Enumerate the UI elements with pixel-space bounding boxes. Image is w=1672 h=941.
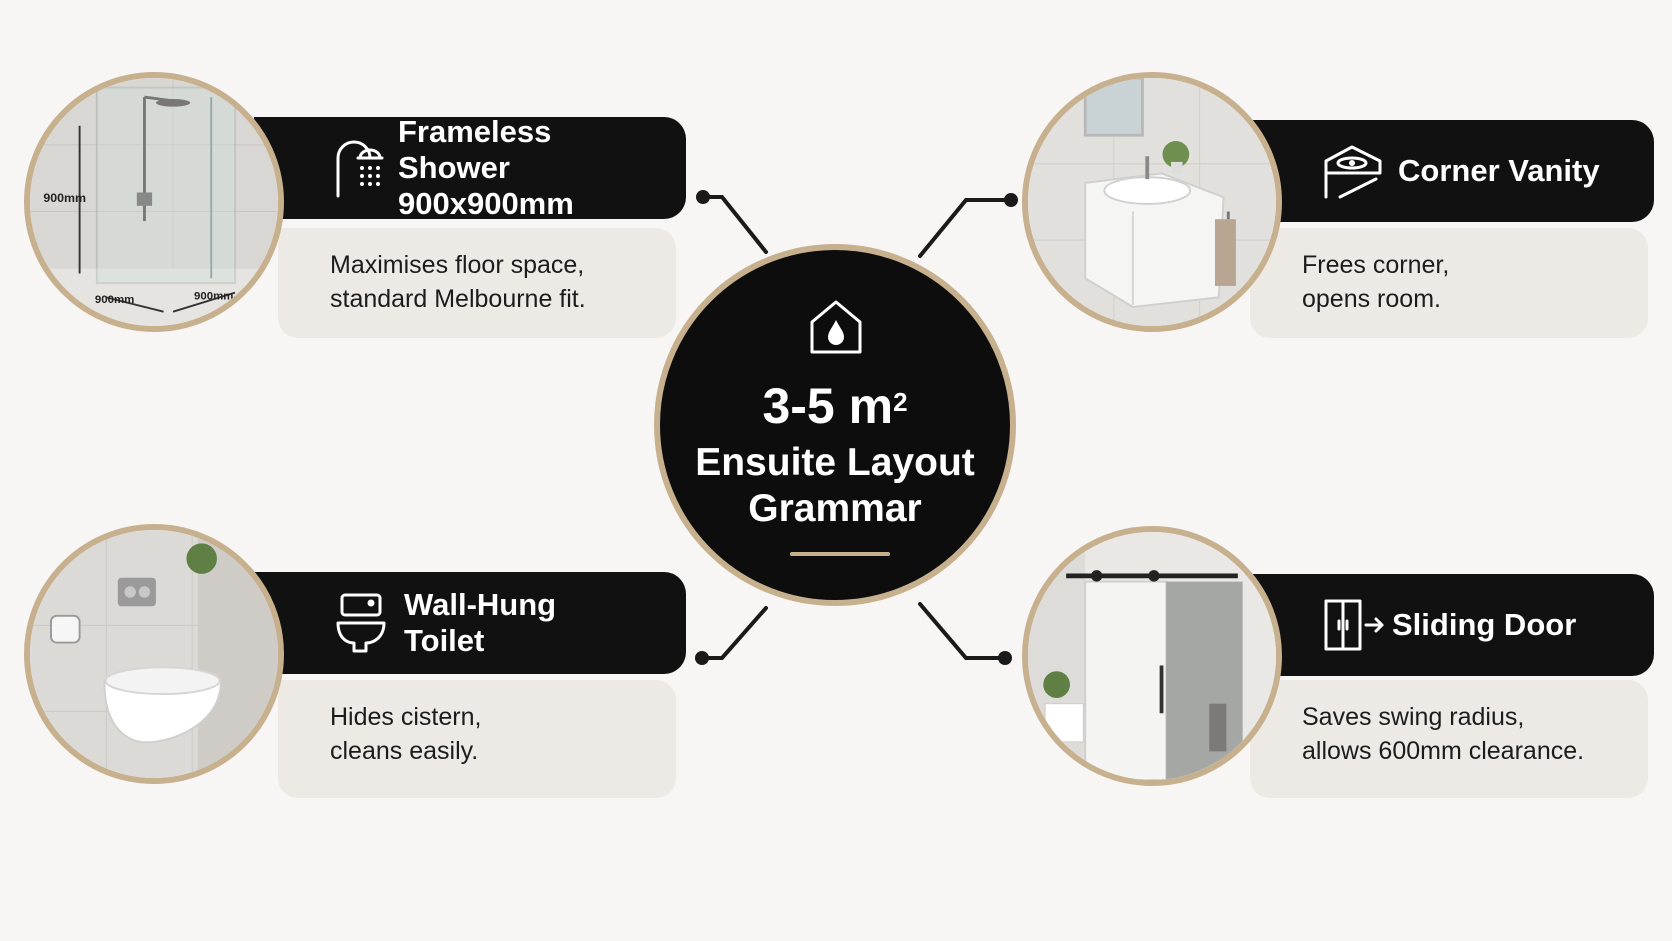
vanity-title-bar: Corner Vanity xyxy=(1230,120,1654,222)
shower-description-line1: Maximises floor space, xyxy=(330,251,585,279)
toilet-description-box: Hides cistern, cleans easily. xyxy=(278,680,676,798)
shower-description-box: Maximises floor space, standard Melbourn… xyxy=(278,228,676,338)
toilet-title-line2: Toilet xyxy=(404,623,485,658)
center-area-superscript: 2 xyxy=(893,387,908,417)
toilet-description-line1: Hides cistern, xyxy=(330,703,482,731)
wall-hung-toilet-photo xyxy=(24,524,284,784)
vanity-description-line2: opens room. xyxy=(1302,285,1441,313)
shower-title-line2: Shower 900x900mm xyxy=(398,150,574,221)
shower-title-line1: Frameless xyxy=(398,114,552,149)
center-area-value: 3-5 m xyxy=(762,378,894,434)
shower-head-icon xyxy=(330,136,394,200)
toilet-title-line1: Wall-Hung xyxy=(404,587,557,622)
toilet-title-bar: Wall-Hung Toilet xyxy=(254,572,686,674)
door-title-bar: Sliding Door xyxy=(1230,574,1654,676)
vanity-title-line1: Corner Vanity xyxy=(1398,153,1600,188)
door-description-box: Saves swing radius, allows 600mm clearan… xyxy=(1250,680,1648,798)
shower-width-dimension: 900mm xyxy=(95,294,134,306)
vanity-description-line1: Frees corner, xyxy=(1302,251,1450,279)
house-water-drop-icon xyxy=(810,300,862,354)
shower-description-line2: standard Melbourne fit. xyxy=(330,285,586,313)
toilet-icon xyxy=(330,591,394,655)
sliding-door-photo xyxy=(1022,526,1282,786)
shower-height-dimension: 900mm xyxy=(43,191,86,205)
shower-depth-dimension: 900mm xyxy=(194,290,233,302)
door-description-line1: Saves swing radius, xyxy=(1302,703,1525,731)
center-subtitle: Ensuite Layout Grammar xyxy=(660,440,1010,532)
center-gold-rule xyxy=(790,552,890,556)
center-hub: 3-5 m2 Ensuite Layout Grammar xyxy=(654,244,1016,606)
corner-vanity-photo xyxy=(1022,72,1282,332)
door-description-line2: allows 600mm clearance. xyxy=(1302,737,1585,765)
center-subtitle-line1: Ensuite Layout xyxy=(695,441,975,484)
center-area-heading: 3-5 m2 xyxy=(660,378,1010,434)
frameless-shower-photo: 900mm 900mm 900mm xyxy=(24,72,284,332)
toilet-description-line2: cleans easily. xyxy=(330,737,479,765)
center-subtitle-line2: Grammar xyxy=(748,487,922,530)
sliding-door-icon xyxy=(1322,593,1386,657)
shower-title-bar: Frameless Shower 900x900mm xyxy=(254,114,686,221)
door-title-line1: Sliding Door xyxy=(1392,607,1577,642)
vanity-description-box: Frees corner, opens room. xyxy=(1250,228,1648,338)
corner-vanity-icon xyxy=(1320,139,1384,203)
